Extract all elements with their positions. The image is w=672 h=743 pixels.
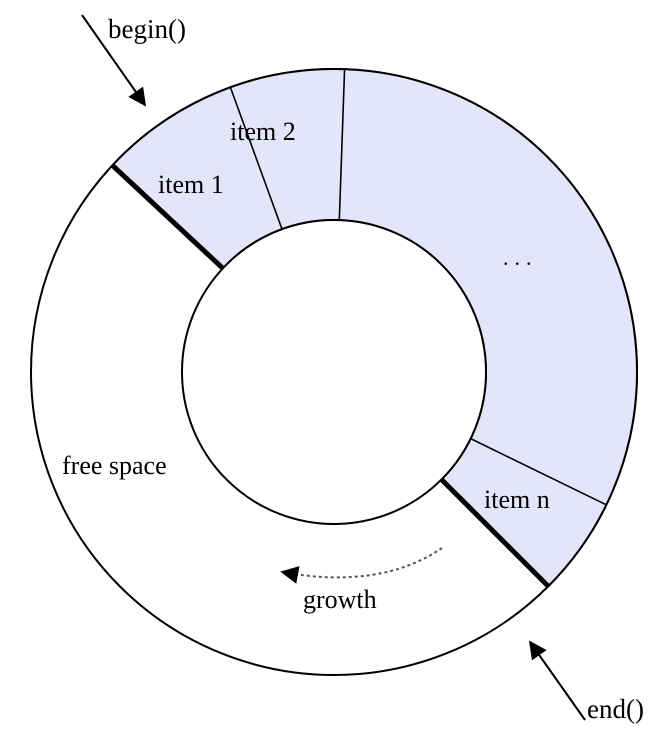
divider-ellipsis-itemn	[470, 437, 607, 506]
end-boundary-line	[439, 477, 551, 589]
item-n-label: item n	[484, 485, 550, 514]
item-1-label: item 1	[158, 170, 224, 199]
item-2-label: item 2	[230, 117, 296, 146]
begin-boundary-line	[110, 163, 225, 271]
end-arrow	[528, 640, 586, 721]
begin-label: begin()	[108, 14, 186, 44]
end-label: end()	[587, 694, 644, 724]
growth-label: growth	[303, 585, 377, 614]
divider-item1-item2	[229, 86, 283, 230]
ellipsis-label: ...	[503, 245, 538, 270]
divider-item2-ellipsis	[338, 69, 346, 221]
inner-circle	[181, 219, 487, 525]
begin-arrow	[81, 14, 147, 107]
free-space-label: free space	[62, 451, 167, 480]
